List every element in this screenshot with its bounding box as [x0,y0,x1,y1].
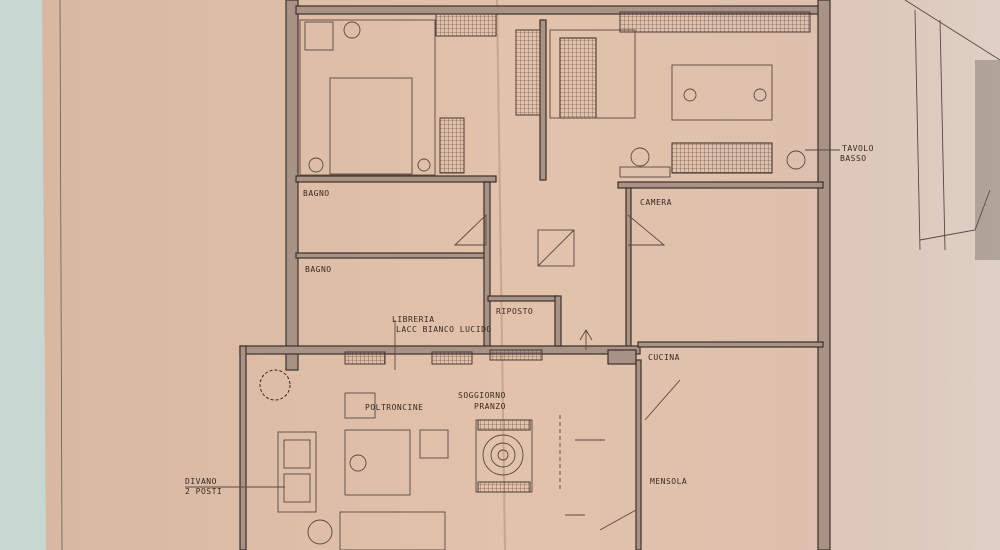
label-tavolo: TAVOLO [842,144,874,153]
paper-fold [496,0,506,550]
label-mensola: MENSOLA [650,477,687,486]
walls [239,0,831,550]
label-2-posti: 2 POSTI [185,487,222,496]
hallway-details [344,213,666,370]
label-soggiorno: SOGGIORNO [458,391,506,400]
plant-icon [259,369,291,401]
room-labels: BAGNO BAGNO CAMERA CUCINA RIPOSTO SOGGIO… [185,144,874,496]
label-bagno-2: BAGNO [305,265,332,274]
label-libreria: LIBRERIA [392,315,435,324]
bedroom-furniture [299,13,541,176]
label-poltroncine: POLTRONCINE [365,403,423,412]
label-bagno-1: BAGNO [303,189,330,198]
right-sheet-section [830,0,1000,550]
living-room-furniture [259,369,681,550]
label-lacc-bianco: LACC BIANCO LUCIDO [396,325,492,334]
paper-sheet [42,0,1000,550]
label-pranzo: PRANZO [474,402,506,411]
sheet-border [59,0,63,550]
label-camera: CAMERA [640,198,672,207]
label-basso: BASSO [840,154,867,163]
label-ripostiglio: RIPOSTO [496,307,533,316]
master-bedroom-furniture [549,11,840,178]
perspective-sketch [904,0,1000,260]
label-cucina: CUCINA [648,353,680,362]
label-divano: DIVANO [185,477,217,486]
